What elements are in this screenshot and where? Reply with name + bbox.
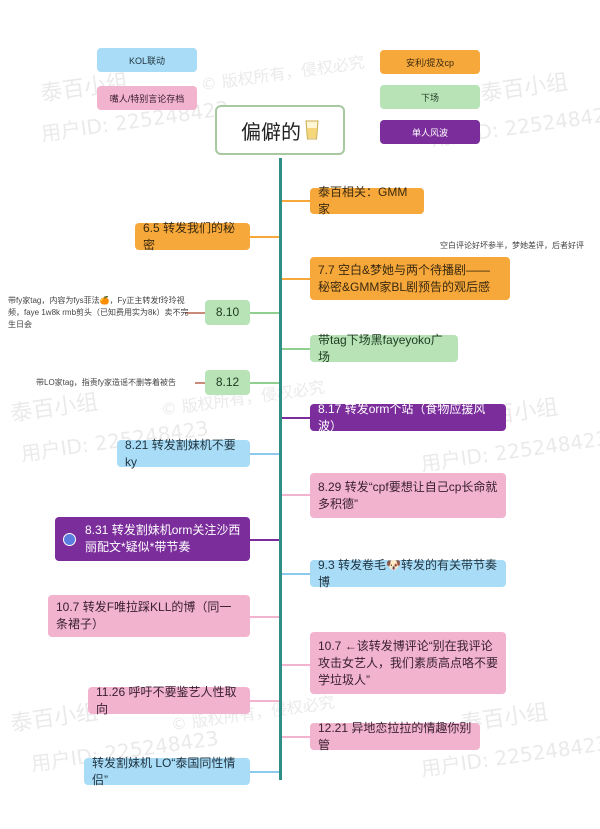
connector [250,539,279,541]
node-10-7b: 10.7 ←该转发博评论“别在我评论攻击女艺人，我们素质高点咯不要学垃圾人” [310,632,506,694]
connector [282,200,310,202]
watermark-copyright: © 版权所有，侵权必究 [199,52,366,95]
node-8-29: 8.29 转发“cpf要想让自己cp长命就多积德” [310,473,506,518]
connector [282,664,310,666]
node-9-3: 9.3 转发卷毛🐶转发的有关带节奏博 [310,558,506,589]
node-tag-exit: 带tag下场黑fayeyoko广场 [310,333,458,364]
node-gmm: 泰百相关：GMM家 [310,185,424,216]
node-8-12: 8.12 [205,370,250,395]
node-last: 转发割妹机 LO“泰国同性情侣” [84,756,250,787]
watermark-brand: 泰百小组 [9,389,100,427]
connector [282,494,310,496]
moon-icon [63,532,76,546]
watermark-brand: 泰百小组 [9,699,100,737]
legend-exit: 下场 [380,85,480,109]
legend-wrong-cp: 安利/提及cp [380,50,480,74]
connector [282,278,310,280]
connector [250,236,279,238]
node-8-17: 8.17 转发orm个站（食物应援风波） [310,402,506,433]
connector [250,382,279,384]
node-11-26: 11.26 呼吁不要鉴艺人性取向 [88,685,250,716]
note-7-7: 空白评论好坏参半，梦她差评，后者好评 [440,241,584,250]
note-connector [185,312,205,314]
drink-cup-icon [305,120,319,140]
node-8-31: 8.31 转发割妹机orm关注沙西丽配文*疑似*带节奏 [55,517,250,561]
legend-solo: 单人风波 [380,120,480,144]
timeline-spine [279,158,282,780]
root-title: 偏僻的 [241,121,301,144]
connector [250,616,279,618]
root-node: 偏僻的 [215,105,345,155]
connector [250,453,279,455]
note-connector [195,382,205,384]
node-6-5: 6.5 转发我们的秘密 [135,221,250,252]
connector [282,417,310,419]
note-8-10: 带fy家tag，内容为fys菲法🍊，Fy正主转发f玲玲视频，faye 1w8k … [8,296,189,329]
note-8-12: 带LO家tag，指责fy家造谣不删等着被告 [36,378,177,387]
connector [250,771,279,773]
node-8-10: 8.10 [205,300,250,325]
legend-privileged: 嘴人/特别言论存档 [97,86,197,110]
node-7-7: 7.7 空白&梦她与两个待播剧——秘密&GMM家BL剧预告的观后感 [310,257,510,300]
node-10-7a: 10.7 转发F唯拉踩KLL的博（同一条裙子） [48,595,250,637]
node-8-21: 8.21 转发割妹机不要ky [117,438,250,469]
connector [282,573,310,575]
legend-kol: KOL联动 [97,48,197,72]
connector [250,312,279,314]
connector [282,736,310,738]
node-12-21: 12.21 异地恋拉拉的情趣你别管 [310,721,480,752]
watermark-brand: 泰百小组 [479,69,570,107]
connector [250,700,279,702]
connector [282,348,310,350]
node-8-31-label: 8.31 转发割妹机orm关注沙西丽配文*疑似*带节奏 [85,523,241,554]
